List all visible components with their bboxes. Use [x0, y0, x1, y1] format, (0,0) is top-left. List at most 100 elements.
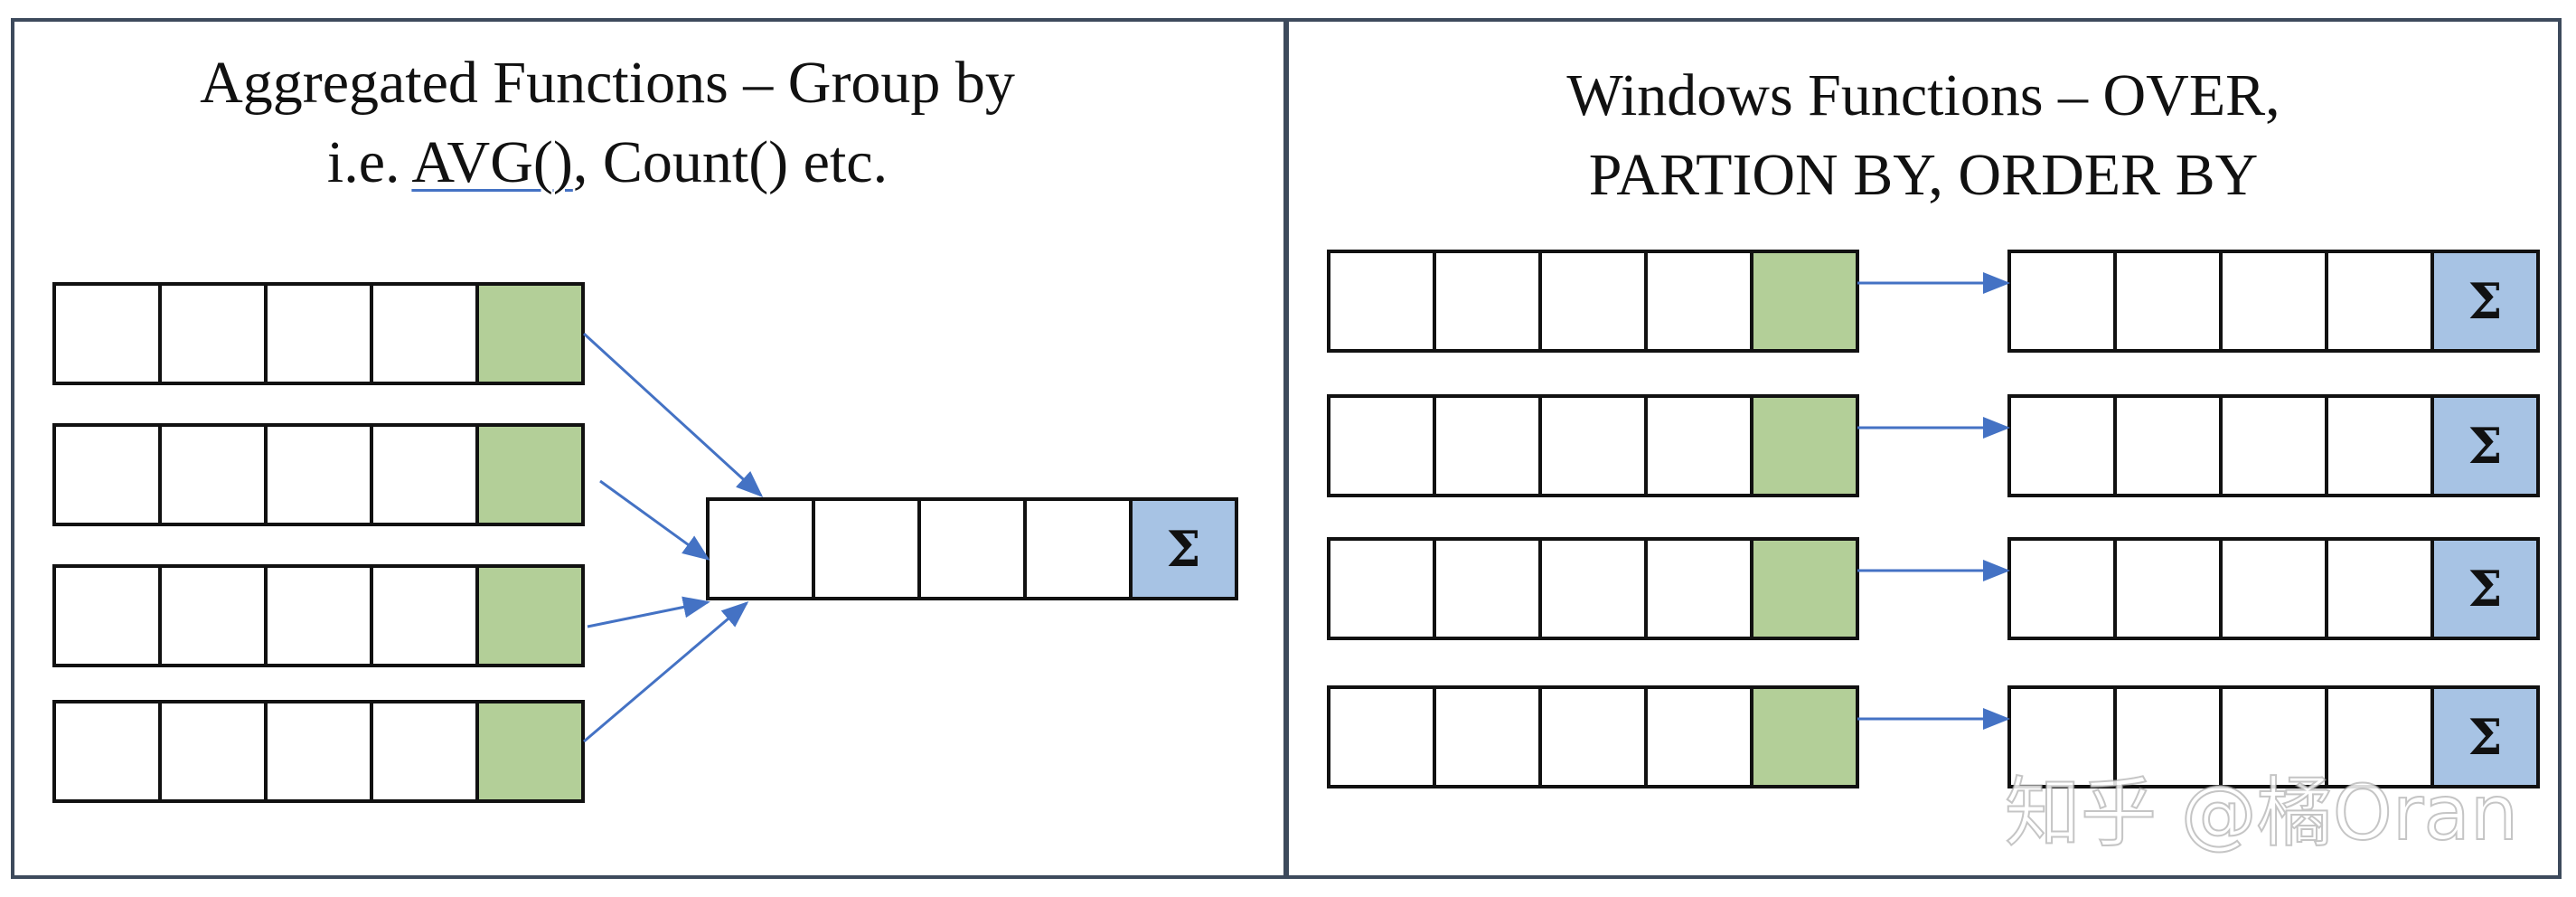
- table-cell: [2219, 250, 2328, 353]
- table-cell: [1644, 685, 1753, 788]
- window-input-row: [1327, 685, 1859, 788]
- window-result-row: Σ: [2007, 537, 2540, 640]
- table-cell: [1644, 537, 1753, 640]
- cells-layer: Σ Σ Σ Σ Σ: [52, 250, 2540, 803]
- right-title-line2: PARTION BY, ORDER BY: [1588, 142, 2259, 208]
- table-cell: [2325, 250, 2434, 353]
- highlighted-cell: [1750, 537, 1859, 640]
- table-cell: [1327, 250, 1436, 353]
- left-panel-title: Aggregated Functions – Group by i.e. AVG…: [13, 43, 1202, 203]
- table-cell: [1433, 685, 1542, 788]
- table-cell: [2325, 685, 2434, 788]
- left-title-suffix: , Count() etc.: [572, 129, 888, 195]
- right-panel-title: Windows Functions – OVER, PARTION BY, OR…: [1287, 56, 2560, 215]
- table-cell: [2219, 394, 2328, 497]
- sum-result-cell: [2430, 394, 2540, 497]
- table-cell: [1644, 250, 1753, 353]
- table-cell: [370, 564, 479, 667]
- table-cell: [264, 282, 373, 385]
- aggregate-input-row: [52, 564, 585, 667]
- aggregate-arrow: [583, 601, 749, 743]
- table-cell: [158, 564, 268, 667]
- table-cell: [1023, 497, 1133, 600]
- table-cell: [2007, 685, 2117, 788]
- table-cell: [158, 282, 268, 385]
- aggregate-input-row: [52, 282, 585, 385]
- table-cell: [52, 282, 162, 385]
- arrows-layer: [582, 272, 2010, 743]
- table-cell: [1538, 685, 1648, 788]
- table-cell: [706, 497, 815, 600]
- table-cell: [370, 282, 479, 385]
- table-cell: [264, 423, 373, 526]
- sum-result-cell: [2430, 250, 2540, 353]
- table-cell: [2325, 537, 2434, 640]
- window-input-row: [1327, 394, 1859, 497]
- table-cell: [1327, 394, 1436, 497]
- sum-result-cell: [2430, 685, 2540, 788]
- table-cell: [158, 700, 268, 803]
- window-result-row: Σ: [2007, 685, 2540, 788]
- table-cell: [2113, 250, 2223, 353]
- avg-function-label: AVG(): [411, 129, 573, 195]
- right-title-line1: Windows Functions – OVER,: [1566, 62, 2280, 128]
- table-cell: [1538, 394, 1648, 497]
- highlighted-cell: [1750, 685, 1859, 788]
- sigma-symbol: Σ: [2468, 417, 2502, 475]
- table-cell: [1327, 685, 1436, 788]
- window-input-row: [1327, 250, 1859, 353]
- highlighted-cell: [1750, 250, 1859, 353]
- table-cell: [158, 423, 268, 526]
- watermark-text: 知乎 @橘Oran: [2004, 768, 2519, 858]
- table-cell: [370, 423, 479, 526]
- table-cell: [52, 423, 162, 526]
- left-title-line1: Aggregated Functions – Group by: [200, 50, 1015, 116]
- aggregate-arrow: [587, 596, 710, 628]
- sigma-symbol: Σ: [2468, 272, 2502, 330]
- right-panel-frame: [1285, 18, 2562, 879]
- highlighted-cell: [475, 564, 585, 667]
- table-cell: [264, 700, 373, 803]
- highlighted-cell: [475, 700, 585, 803]
- window-result-row: Σ: [2007, 250, 2540, 353]
- sum-result-cell: [1129, 497, 1238, 600]
- table-cell: [264, 564, 373, 667]
- aggregate-input-row: [52, 700, 585, 803]
- sigma-symbol: Σ: [1166, 520, 1200, 578]
- table-cell: [370, 700, 479, 803]
- sigma-symbol: Σ: [2468, 708, 2502, 766]
- table-cell: [2113, 537, 2223, 640]
- window-result-row: Σ: [2007, 394, 2540, 497]
- table-cell: [2113, 394, 2223, 497]
- sum-result-cell: [2430, 537, 2540, 640]
- table-cell: [1433, 537, 1542, 640]
- highlighted-cell: [1750, 394, 1859, 497]
- table-cell: [1644, 394, 1753, 497]
- sigma-symbol: Σ: [2468, 560, 2502, 618]
- table-cell: [1538, 250, 1648, 353]
- table-cell: [2007, 250, 2117, 353]
- table-cell: [1327, 537, 1436, 640]
- table-cell: [2325, 394, 2434, 497]
- table-cell: [2219, 685, 2328, 788]
- aggregate-input-row: [52, 423, 585, 526]
- aggregate-result-row: Σ: [706, 497, 1238, 600]
- table-cell: [2007, 537, 2117, 640]
- table-cell: [2007, 394, 2117, 497]
- left-title-line2: i.e. AVG(), Count() etc.: [13, 123, 1202, 203]
- table-cell: [1433, 250, 1542, 353]
- table-cell: [2219, 537, 2328, 640]
- table-cell: [52, 564, 162, 667]
- table-cell: [917, 497, 1027, 600]
- table-cell: [52, 700, 162, 803]
- table-cell: [1433, 394, 1542, 497]
- highlighted-cell: [475, 423, 585, 526]
- aggregate-arrow: [599, 479, 710, 561]
- highlighted-cell: [475, 282, 585, 385]
- window-input-row: [1327, 537, 1859, 640]
- table-cell: [812, 497, 921, 600]
- left-title-prefix: i.e.: [326, 129, 412, 195]
- table-cell: [1538, 537, 1648, 640]
